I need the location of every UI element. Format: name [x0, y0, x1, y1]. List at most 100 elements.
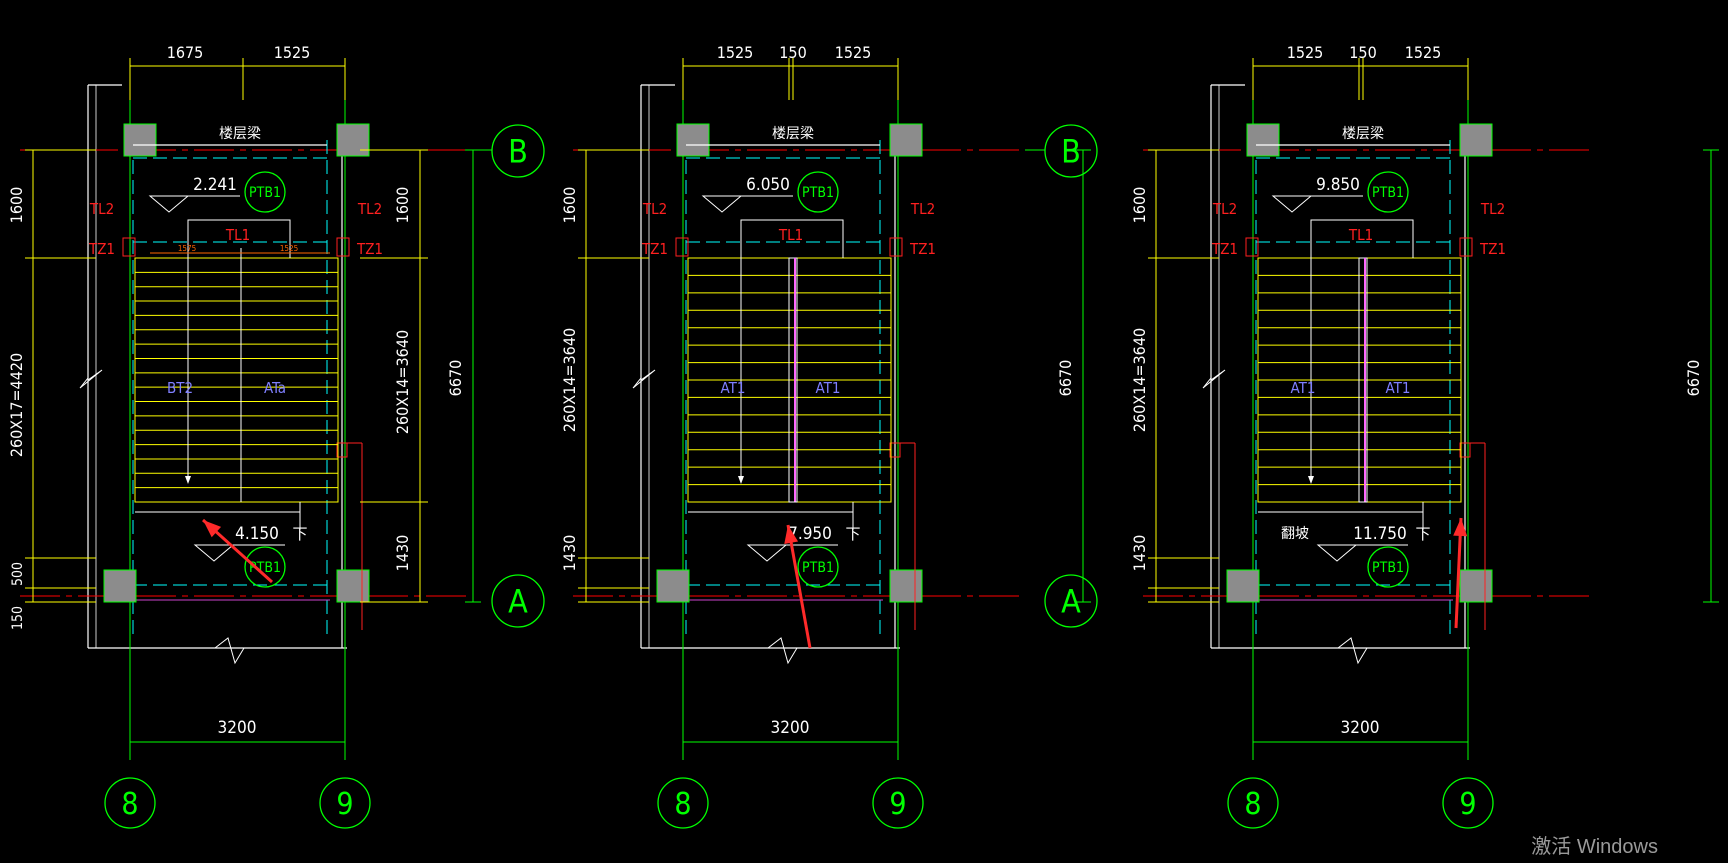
tz-left-box	[122, 237, 136, 257]
slab-tag-bottom-label: PTB1	[249, 560, 281, 576]
axis-bubble-9	[1442, 777, 1494, 829]
column-A9	[1459, 569, 1493, 603]
break-line-left	[79, 369, 103, 389]
flight-label-left: AT1	[721, 379, 746, 397]
slab-tag-top	[797, 171, 839, 213]
axis-bubble-A-label: A	[1061, 583, 1081, 621]
annotation-arrow-head	[203, 520, 222, 538]
slab-tag-top-label: PTB1	[1372, 185, 1404, 201]
tz-right-box	[889, 237, 903, 257]
beam-label-TL1: TL1	[225, 226, 250, 244]
column-A9	[889, 569, 923, 603]
slab-tag-top-label: PTB1	[249, 185, 281, 201]
slab-tag-bottom-label: PTB1	[802, 560, 834, 576]
break-line-bottom	[767, 637, 798, 665]
small-dim-right: 1525	[280, 244, 298, 253]
elevation-marker-top	[1271, 195, 1313, 213]
axis-bubble-9-label: 9	[1459, 787, 1476, 822]
column-B9	[336, 123, 370, 157]
windows-activation-watermark: 激活 Windows	[1531, 836, 1658, 858]
elevation-top: 9.850	[1316, 175, 1360, 195]
axis-bubble-B-label: B	[1061, 133, 1081, 171]
column-B8	[123, 123, 157, 157]
top-dim-2: 1525	[1405, 43, 1442, 62]
down-label: 下	[292, 525, 307, 543]
axis-bubble-8	[657, 777, 709, 829]
slab-tag-top-label: PTB1	[802, 185, 834, 201]
bottom-dim: 3200	[771, 718, 810, 738]
floor-beam-label: 楼层梁	[772, 126, 814, 142]
beam-label-TL2-right: TL2	[910, 200, 935, 218]
column-label-TZ1-left: TZ1	[88, 240, 115, 258]
column-label-TZ1-right: TZ1	[356, 240, 383, 258]
left-dim-0: 1600	[1130, 187, 1149, 224]
beam-label-TL2-left: TL2	[642, 200, 667, 218]
elevation-bottom: 7.950	[788, 524, 832, 544]
column-label-TZ1-right: TZ1	[1479, 240, 1506, 258]
bottom-dim: 3200	[218, 718, 257, 738]
axis-bubble-8-label: 8	[674, 787, 691, 822]
axis-bubble-8	[104, 777, 156, 829]
axis-bubble-9-label: 9	[336, 787, 353, 822]
column-B9	[889, 123, 923, 157]
beam-label-TL2-left: TL2	[89, 200, 114, 218]
floor-beam-label: 楼层梁	[219, 126, 261, 142]
left-dim-3: 150	[10, 606, 26, 630]
elevation-marker-bottom	[193, 544, 235, 562]
stair-flights-outline	[134, 257, 339, 503]
column-B8	[676, 123, 710, 157]
elevation-marker-bottom	[1316, 544, 1358, 562]
column-label-TZ1-left: TZ1	[641, 240, 668, 258]
walk-arrow-head	[185, 476, 191, 484]
slab-tag-bottom	[797, 546, 839, 588]
axis-bubble-9	[872, 777, 924, 829]
small-dim-left: 1575	[178, 244, 196, 253]
elevation-bottom: 11.750	[1353, 524, 1407, 544]
left-dim-2: 500	[10, 562, 26, 586]
left-dim-1: 260X14=3640	[1130, 328, 1149, 432]
axis-bubble-A	[491, 574, 545, 628]
break-line-bottom	[1337, 637, 1368, 665]
axis-bubble-B	[491, 124, 545, 178]
annotation-arrow-head	[784, 525, 799, 544]
axis-bubble-9-label: 9	[889, 787, 906, 822]
column-label-TZ1-right: TZ1	[909, 240, 936, 258]
slab-tag-top	[1367, 171, 1409, 213]
slab-tag-bottom	[244, 546, 286, 588]
down-label: 下	[845, 525, 860, 543]
elevation-bottom: 4.150	[235, 524, 279, 544]
column-B8	[1246, 123, 1280, 157]
axis-bubble-9	[319, 777, 371, 829]
elevation-top: 6.050	[746, 175, 790, 195]
axis-bubble-8-label: 8	[121, 787, 138, 822]
axis-bubble-8	[1227, 777, 1279, 829]
tz-left-box	[1245, 237, 1259, 257]
top-dim-0: 1525	[717, 43, 754, 62]
left-dim-2: 1430	[1130, 535, 1149, 572]
top-dim-0: 1525	[1287, 43, 1324, 62]
left-dim-0: 1600	[560, 187, 579, 224]
column-B9	[1459, 123, 1493, 157]
flight-label-right: AT1	[1386, 379, 1411, 397]
flight-label-right: AT1	[816, 379, 841, 397]
column-A8	[656, 569, 690, 603]
landing-frame-top	[1310, 219, 1414, 258]
upturn-label: 翻坡	[1281, 526, 1309, 542]
annotation-arrow	[786, 524, 812, 649]
slab-tag-bottom	[1367, 546, 1409, 588]
slab-tag-bottom-label: PTB1	[1372, 560, 1404, 576]
elevation-marker-top	[701, 195, 743, 213]
elevation-top: 2.241	[193, 175, 237, 195]
axis-bubble-A	[1044, 574, 1098, 628]
walk-arrow-head	[738, 476, 744, 484]
elevation-marker-bottom	[746, 544, 788, 562]
left-dim-1: 260X14=3640	[560, 328, 579, 432]
right-dim-1: 260X14=3640	[393, 330, 412, 434]
annotation-arrow-head	[1453, 518, 1468, 537]
bottom-dim: 3200	[1341, 718, 1380, 738]
total-dim: 6670	[1056, 360, 1075, 397]
